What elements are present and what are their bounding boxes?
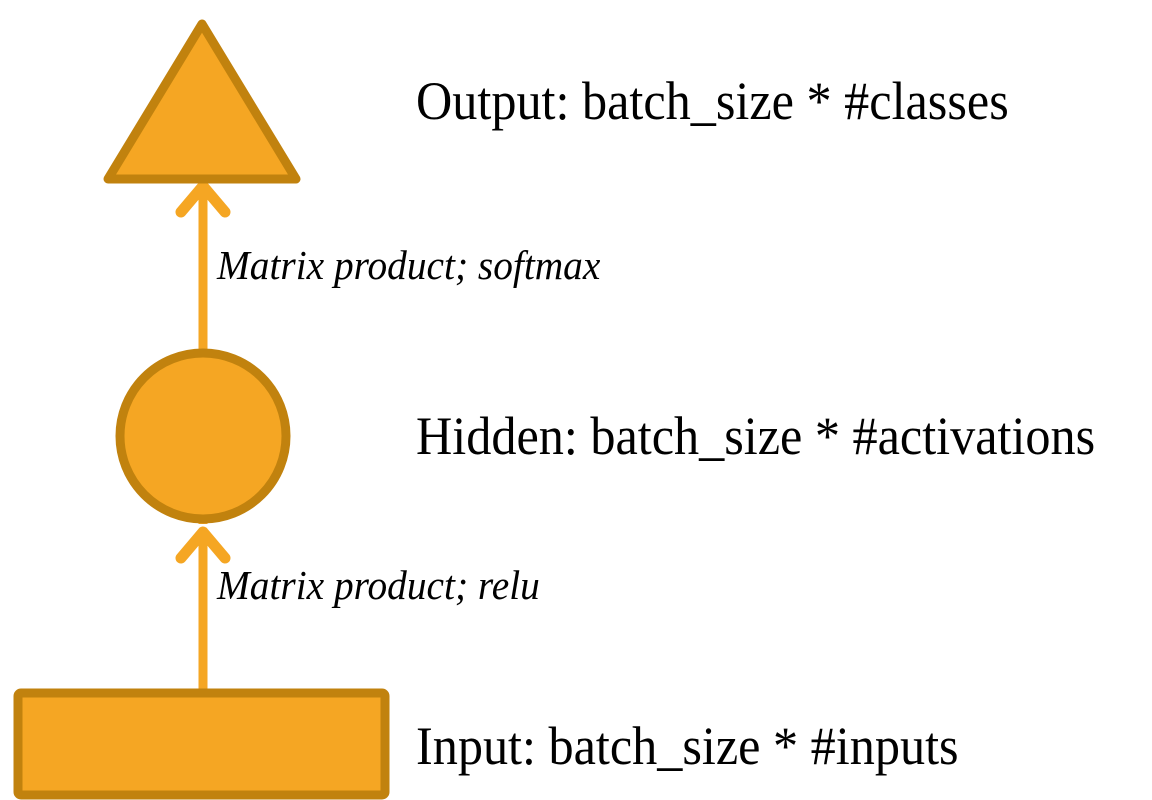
node-hidden-label: Hidden: batch_size * #activations — [416, 406, 1096, 466]
node-output-label: Output: batch_size * #classes — [416, 71, 1009, 131]
edge-input-to-hidden — [175, 526, 231, 690]
node-input-label: Input: batch_size * #inputs — [416, 716, 959, 776]
edge-hidden-to-output-label: Matrix product; softmax — [217, 242, 601, 288]
up-arrow-icon — [175, 526, 231, 564]
node-hidden-circle-shape[interactable] — [115, 348, 291, 524]
node-input-rectangle-shape[interactable] — [13, 688, 390, 800]
up-arrow-icon — [175, 180, 231, 218]
edge-input-to-hidden-label: Matrix product; relu — [217, 562, 540, 608]
node-output-triangle-shape[interactable] — [103, 19, 301, 184]
